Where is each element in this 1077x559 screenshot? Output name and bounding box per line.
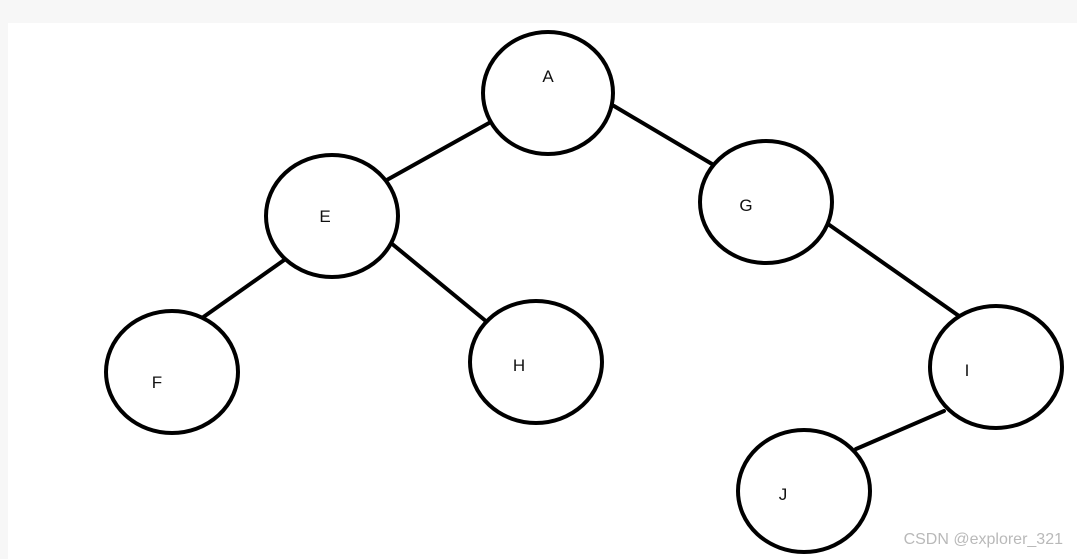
nodes-layer: A E G F H I J (104, 30, 1064, 554)
tree-node-h: H (468, 299, 604, 425)
node-circle-f (104, 309, 240, 435)
watermark-text: CSDN @explorer_321 (903, 531, 1063, 548)
node-circle-j (736, 428, 872, 554)
tree-node-e: E (264, 153, 400, 279)
node-circle-i (928, 304, 1064, 430)
edges-layer (200, 104, 961, 451)
tree-node-g: G (698, 139, 834, 265)
tree-node-i: I (928, 304, 1064, 430)
tree-node-j: J (736, 428, 872, 554)
node-circle-h (468, 299, 604, 425)
node-label-j: J (779, 485, 788, 504)
node-circle-e (264, 153, 400, 279)
node-label-f: F (152, 373, 162, 392)
node-label-i: I (965, 361, 970, 380)
node-label-h: H (513, 356, 525, 375)
tree-node-f: F (104, 309, 240, 435)
edge-g-i (826, 222, 961, 318)
edge-i-j (854, 409, 946, 451)
edge-e-h (389, 241, 489, 324)
edge-a-e (383, 121, 491, 183)
edge-e-f (200, 256, 289, 320)
node-label-a: A (542, 67, 554, 86)
node-circle-a (481, 30, 615, 156)
node-label-e: E (319, 207, 330, 226)
node-label-g: G (739, 196, 752, 215)
edge-a-g (612, 104, 714, 166)
tree-node-a: A (481, 30, 615, 156)
node-circle-g (698, 139, 834, 265)
